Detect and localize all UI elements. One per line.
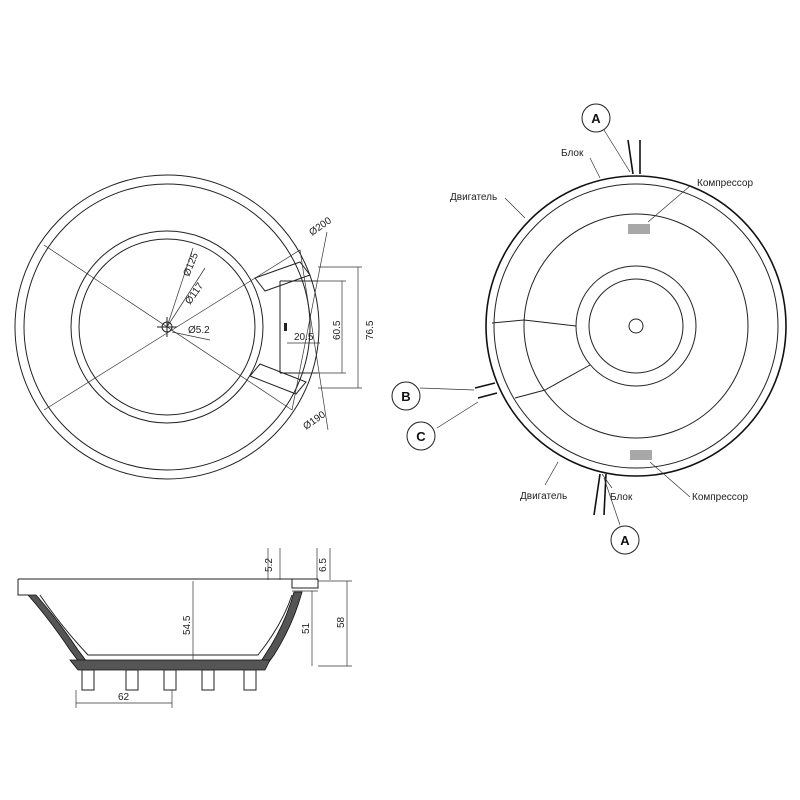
drain-slot [284,323,287,331]
marker-c: C [406,421,436,451]
marker-a-bottom: A [610,525,640,555]
leader-d125 [166,247,194,328]
dim-line-58 [318,580,352,667]
inner-rim-circle [23,183,311,471]
leader-d200 [43,231,328,411]
label-compressor-top: Компрессор [697,178,753,189]
outer-rim-circle [14,174,320,480]
label-engine-top: Двигатель [450,192,497,203]
dim-d5-2: Ø5.2 [188,325,210,336]
dim-line-5-2 [267,548,281,580]
bowl-bottom [69,659,271,671]
leader-c [436,401,479,429]
dim-5-2-sec: 5.2 [264,558,275,572]
leader-block-top [589,157,601,179]
marker-a-bottom-circle [610,525,640,555]
dim-d117: Ø117 [183,281,206,307]
schematic-outer-circle [485,175,787,477]
marker-a-top-circle [581,103,611,133]
bowl-inner-line [39,594,293,656]
dim-54-5: 54.5 [182,615,193,635]
leader-b [419,387,475,391]
notch-outline [254,261,311,292]
dim-d125: Ø125 [182,251,202,278]
dim-line-6-5 [316,548,331,580]
bowl-wall-right [257,591,303,667]
pipe-bottom [593,473,607,516]
compressor-top-block [628,224,650,234]
label-block-bottom: Блок [610,492,633,503]
dim-62: 62 [118,692,130,703]
marker-b-text: B [401,389,410,404]
dim-60-5: 60.5 [332,320,343,340]
dim-76-5: 76.5 [365,320,376,340]
leader-a-bottom [603,477,621,526]
compressor-bottom-block [630,450,652,460]
label-block-top: Блок [561,148,584,159]
rim-right-lip [291,579,319,589]
marker-a-top: A [581,103,611,133]
section-view: 5.2 6.5 54.5 51 58 62 [17,548,352,708]
marker-b-circle [391,381,421,411]
bowl-wall-left [27,594,91,667]
foot-5 [243,669,257,691]
label-compressor-bottom: Компрессор [692,492,748,503]
partition-lower [514,364,591,399]
dim-58: 58 [336,616,347,628]
leader-compressor-top [647,185,691,223]
leader-a-top [603,129,631,173]
foot-1 [81,669,95,691]
feet [81,669,257,691]
top-view: Ø200 Ø125 Ø117 Ø5.2 Ø190 20.5 60.5 76.5 [14,174,376,480]
leader-compressor-bottom [649,461,691,498]
schematic-hub-circle [588,278,684,374]
marker-a-bottom-text: A [620,533,630,548]
leader-d117 [166,267,206,328]
leader-d190 [43,249,329,431]
pipe-b [474,382,498,399]
schematic-center-hole [628,318,644,334]
dim-line-62 [75,690,173,708]
bowl-outer-circle [70,230,264,424]
leader-d5-2 [171,331,211,341]
dim-line-51 [292,590,318,666]
dim-line-76-5 [318,266,362,389]
marker-b: B [391,381,421,411]
notch-outline-lower [249,363,307,395]
pipe-top [627,139,641,175]
leader-engine-top [504,197,526,219]
schematic-ring-circle [493,183,779,469]
leader-engine-bottom [544,461,559,486]
bowl-inner-circle [78,238,256,416]
marker-c-circle [406,421,436,451]
marker-c-text: C [416,429,426,444]
dim-20-5: 20.5 [294,332,314,343]
partition-upper [491,319,577,327]
dim-line-60-5 [305,280,346,374]
dim-51: 51 [301,622,312,634]
schematic-middle-circle [523,213,749,439]
schematic-view: Блок Блок Двигатель Двигатель Компрессор… [391,103,787,555]
foot-2 [125,669,139,691]
label-engine-bottom: Двигатель [520,491,567,502]
schematic-inner-circle [575,265,697,387]
dim-d200: Ø200 [307,215,334,238]
rim-left-lip [17,579,28,596]
dim-d190: Ø190 [301,409,328,432]
foot-4 [201,669,215,691]
foot-3 [163,669,177,691]
dim-6-5: 6.5 [318,558,329,572]
marker-a-top-text: A [591,111,601,126]
leader-block-bottom [601,473,613,489]
